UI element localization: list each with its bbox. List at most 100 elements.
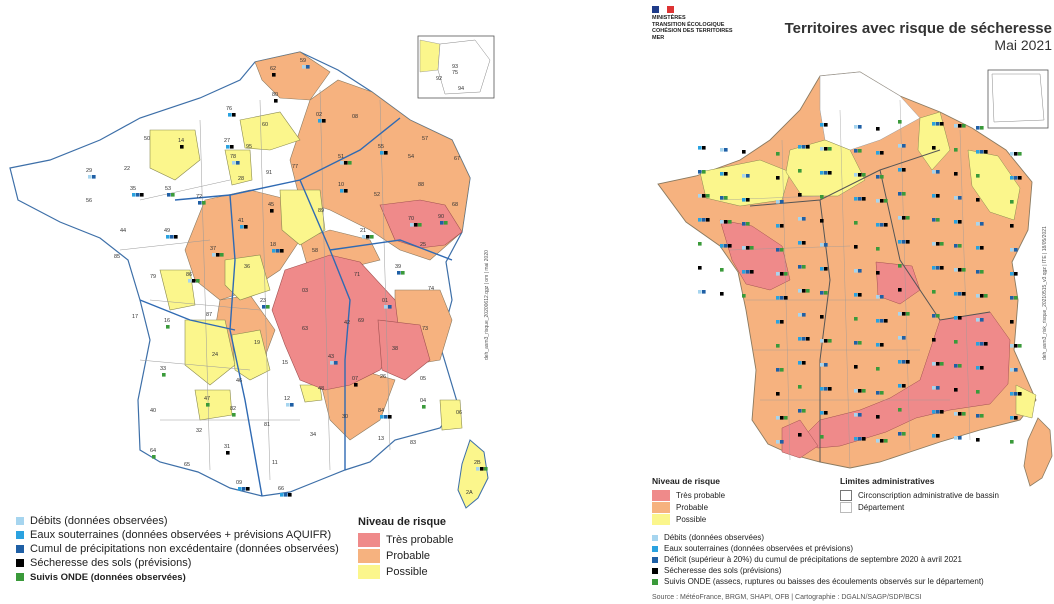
indicator-marker (954, 340, 958, 344)
indicator-marker (936, 122, 940, 126)
indicator-marker (444, 221, 448, 225)
dept-label-63: 63 (302, 326, 308, 332)
indicator-marker (898, 384, 902, 388)
cumul-swatch-icon (16, 545, 24, 553)
indicator-marker (854, 197, 858, 201)
indicator-marker (898, 120, 902, 124)
left-possible-zones (149, 111, 463, 431)
indicator-marker (284, 493, 288, 497)
indicator-marker (954, 172, 958, 176)
risk-item-tres-probable: Très probable (358, 532, 453, 548)
indicator-marker (876, 271, 880, 275)
indicator-marker (798, 313, 802, 317)
dept-label-79: 79 (150, 274, 156, 280)
indicator-marker (798, 265, 802, 269)
indicator-marker (898, 336, 902, 340)
dept-label-42: 42 (344, 320, 350, 326)
indicator-marker (212, 253, 216, 257)
indicator-marker (220, 253, 224, 257)
indicator-marker (858, 269, 862, 273)
dept-label-14: 14 (178, 138, 184, 144)
indicator-marker (880, 223, 884, 227)
indicator-marker (728, 220, 732, 224)
indicator-marker (824, 147, 828, 151)
indicator-marker (858, 341, 862, 345)
dept-label-83: 83 (410, 440, 416, 446)
indicator-marker (174, 235, 178, 239)
indicator-marker (958, 124, 962, 128)
indicator-marker (380, 415, 384, 419)
indicator-marker (906, 240, 910, 244)
dept-label-47: 47 (204, 396, 210, 402)
indicator-marker (88, 175, 92, 179)
indicator-marker (884, 199, 888, 203)
dept-label-13: 13 (378, 436, 384, 442)
dept-label-73: 73 (422, 326, 428, 332)
indicator-marker (954, 124, 958, 128)
indicator-marker (742, 198, 746, 202)
indicator-marker (954, 292, 958, 296)
right-indicator-legend: Débits (données observées) Eaux souterra… (652, 532, 984, 587)
indicator-marker (720, 196, 724, 200)
legend-item-onde: Suivis ONDE (données observées) (16, 570, 339, 584)
indicator-marker (936, 170, 940, 174)
legend-label: Eaux souterraines (données observées et … (664, 544, 853, 553)
indicator-marker (976, 438, 980, 442)
dept-label-37: 37 (210, 246, 216, 252)
indicator-marker (1014, 176, 1018, 180)
indicator-marker (884, 223, 888, 227)
indicator-marker (724, 244, 728, 248)
indicator-marker (742, 150, 746, 154)
dept-label-64: 64 (150, 448, 156, 454)
indicator-marker (954, 268, 958, 272)
indicator-marker (776, 368, 780, 372)
indicator-marker (384, 415, 388, 419)
indicator-marker (784, 272, 788, 276)
left-corsica (457, 439, 489, 509)
indicator-marker (1010, 152, 1014, 156)
indicator-marker (802, 289, 806, 293)
indicator-marker (742, 246, 746, 250)
indicator-marker (936, 314, 940, 318)
indicator-marker (976, 342, 980, 346)
right-indicator-markers (698, 120, 1022, 444)
right-tres-probable-zones (719, 219, 1011, 459)
indicator-marker (936, 386, 940, 390)
indicator-marker (244, 225, 248, 229)
indicator-marker (898, 216, 902, 220)
dept-label-48: 48 (318, 386, 324, 392)
right-limits-title: Limites administratives (840, 476, 935, 486)
indicator-marker (802, 145, 806, 149)
indicator-marker (776, 272, 780, 276)
legend-label: Suivis ONDE (assecs, ruptures ou baisses… (664, 577, 984, 586)
indicator-marker (720, 268, 724, 272)
indicator-marker (192, 279, 196, 283)
indicator-marker (348, 161, 352, 165)
indicator-marker (976, 126, 980, 130)
dept-label-50: 50 (144, 136, 150, 142)
indicator-marker (820, 291, 824, 295)
indicator-marker (954, 412, 958, 416)
dept-label-03: 03 (302, 288, 308, 294)
indicator-marker (962, 124, 966, 128)
indicator-marker (854, 245, 858, 249)
indicator-marker (480, 467, 484, 471)
indicator-marker (976, 246, 980, 250)
indicator-marker (780, 416, 784, 420)
indicator-marker (858, 293, 862, 297)
indicator-marker (898, 432, 902, 436)
legend-item-cumul: Cumul de précipitations non excédentaire… (16, 542, 339, 556)
indicator-marker (1018, 176, 1022, 180)
dept-label-19: 19 (254, 340, 260, 346)
onde-swatch-icon (652, 578, 658, 585)
indicator-marker (720, 292, 724, 296)
risk-label: Probable (676, 502, 709, 512)
dept-label-31: 31 (224, 444, 230, 450)
dept-label-67: 67 (454, 156, 460, 162)
indicator-marker (902, 144, 906, 148)
indicator-marker (780, 248, 784, 252)
right-risk-item: Probable (652, 501, 725, 513)
dept-label-34: 34 (310, 432, 316, 438)
indicator-marker (820, 123, 824, 127)
